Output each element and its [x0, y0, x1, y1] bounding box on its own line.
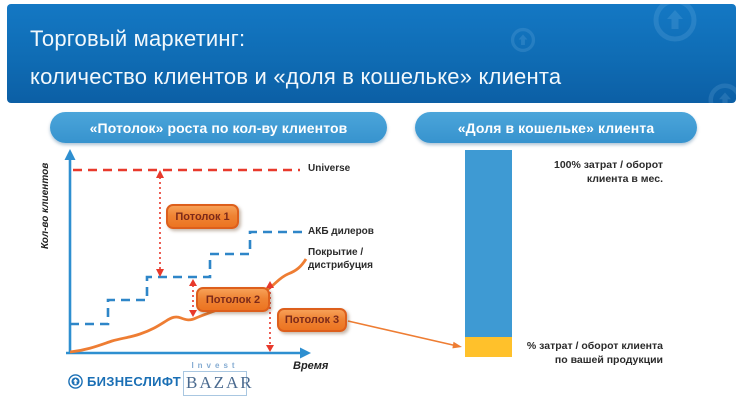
x-axis-label: Время — [293, 360, 329, 372]
panel-header-clients-ceiling: «Потолок» роста по кол-ву клиентов — [50, 112, 387, 143]
page-subtitle: количество клиентов и «доля в кошельке» … — [30, 64, 562, 89]
investbazar-logo: Invest BAZAR — [183, 361, 252, 396]
arrow-circle-icon — [653, 4, 697, 42]
coverage-curve — [69, 258, 308, 354]
connector-arrowhead — [452, 341, 462, 349]
ceiling-1-callout: Потолок 1 — [166, 204, 239, 229]
invest-logo-text: Invest — [191, 361, 239, 370]
y-axis-label: Кол-во клиентов — [40, 162, 51, 250]
bazar-logo-text: BAZAR — [183, 371, 252, 396]
arrow-circle-icon — [708, 83, 736, 103]
page-title: Торговый маркетинг: — [30, 26, 246, 51]
arrow-circle-icon — [510, 27, 536, 53]
watermark-arrow-circles — [510, 4, 736, 103]
wallet-bar-total-segment — [465, 150, 512, 337]
wallet-bar-your-share-segment — [465, 337, 512, 357]
elevator-up-icon — [68, 374, 83, 389]
universe-line-label: Universe — [308, 163, 351, 174]
dealers-line-label: АКБ дилеров — [308, 226, 374, 237]
header-banner: Торговый маркетинг: количество клиентов … — [7, 4, 736, 103]
x-axis-arrowhead — [300, 347, 311, 359]
bizneslift-logo: БИЗНЕСЛИФТ — [68, 374, 181, 389]
wallet-total-label: 100% затрат / оборот клиента в мес. — [553, 159, 663, 186]
wallet-share-bar — [465, 150, 512, 357]
bizneslift-logo-text: БИЗНЕСЛИФТ — [87, 374, 181, 389]
ceiling3-connector-arrow — [347, 320, 456, 347]
ceiling-gap-arrows — [156, 170, 274, 352]
panel-header-wallet-share: «Доля в кошельке» клиента — [415, 112, 697, 143]
wallet-share-label: % затрат / оборот клиента по вашей проду… — [526, 340, 663, 367]
dealers-step-line — [70, 230, 304, 326]
y-axis-arrowhead — [64, 149, 76, 160]
ceiling-2-callout: Потолок 2 — [196, 287, 270, 312]
coverage-line-label: Покрытие / дистрибуция — [308, 247, 373, 271]
ceiling-3-callout: Потолок 3 — [277, 308, 347, 332]
